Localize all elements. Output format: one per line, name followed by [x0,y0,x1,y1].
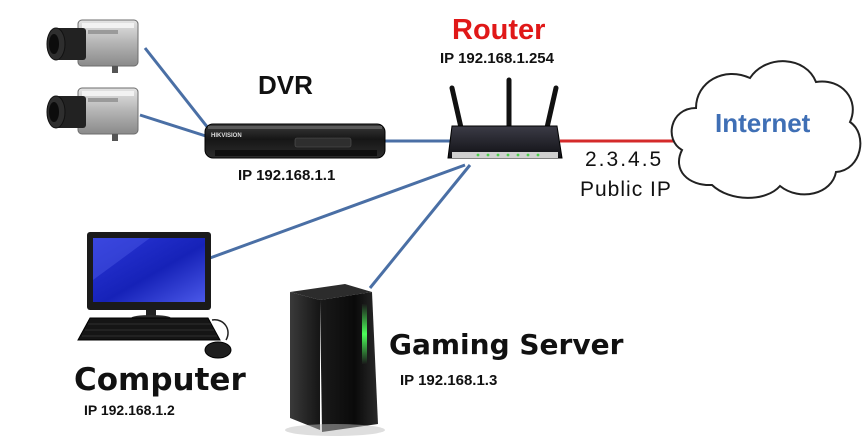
router-icon [447,77,563,159]
computer-icon [77,232,232,359]
gaming-server-label: Gaming Server [389,328,624,361]
camera-1-icon [46,19,139,73]
server-icon [285,284,385,436]
link-camera1-dvr [143,47,214,134]
gaming-server-ip: IP 192.168.1.3 [400,372,498,389]
internet-label: Internet [715,108,811,138]
camera-2-icon [46,87,139,141]
link-computer-router [209,163,466,260]
router-ip: IP 192.168.1.254 [440,50,554,67]
dvr-brand: HIKVISION [211,133,242,139]
dvr-label: DVR [258,70,313,100]
cloud-icon [670,60,862,199]
dvr-ip: IP 192.168.1.1 [238,167,336,184]
public-ip-address: 2.3.4.5 [585,148,664,171]
link-server-router [368,164,472,289]
computer-ip: IP 192.168.1.2 [84,402,175,418]
computer-label: Computer [74,362,246,398]
link-camera2-dvr [139,113,213,140]
connections [139,47,698,289]
dvr-icon: HIKVISION [204,123,386,159]
public-ip-label: Public IP [580,178,672,201]
router-label: Router [452,14,546,46]
